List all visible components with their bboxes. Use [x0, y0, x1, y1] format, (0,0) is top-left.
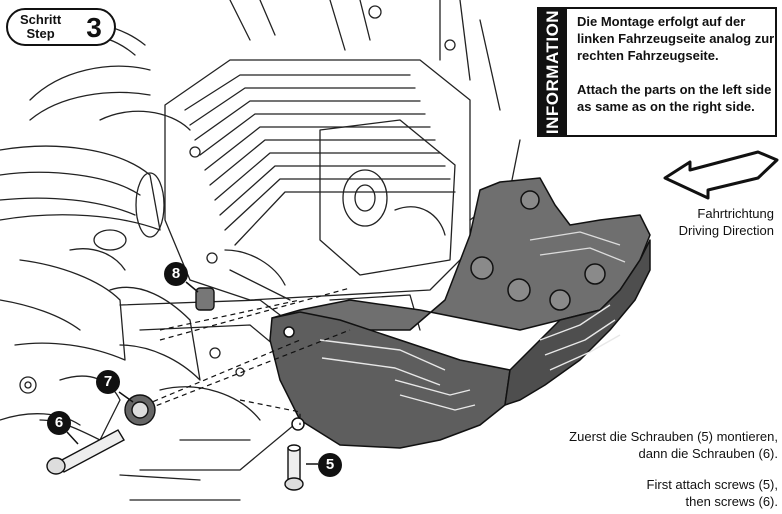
callout-part-8: 8 [164, 262, 188, 286]
information-box: INFORMATION Die Montage erfolgt auf der … [537, 7, 777, 137]
step-label-en: Step [26, 26, 55, 41]
direction-arrow-icon [663, 150, 779, 200]
information-text-de: Die Montage erfolgt auf der linken Fahrz… [577, 14, 775, 63]
callout-number-5: 5 [318, 453, 342, 477]
instruction-de-line-1: Zuerst die Schrauben (5) montieren, [569, 429, 778, 444]
step-label: Schritt Step [20, 13, 61, 41]
step-label-de: Schritt [20, 12, 62, 27]
instruction-en-line-2: then screws (6). [685, 494, 778, 509]
step-number: 3 [86, 12, 102, 43]
information-tab: INFORMATION [539, 9, 567, 135]
instruction-de: Zuerst die Schrauben (5) montieren, dann… [569, 428, 778, 462]
callout-number-7: 7 [96, 370, 120, 394]
callout-number-6: 6 [47, 411, 71, 435]
instruction-en-line-1: First attach screws (5), [646, 477, 778, 492]
driving-direction-label: Fahrtrichtung Driving Direction [679, 205, 774, 239]
instruction-en: First attach screws (5), then screws (6)… [647, 476, 778, 510]
driving-direction-en: Driving Direction [678, 223, 774, 238]
step-badge: Schritt Step 3 [6, 8, 116, 46]
callout-part-6: 6 [47, 411, 71, 435]
driving-direction-de: Fahrtrichtung [697, 206, 774, 221]
information-text-en: Attach the parts on the left side as sam… [577, 82, 772, 114]
instruction-de-line-2: dann die Schrauben (6). [638, 446, 778, 461]
information-tab-label: INFORMATION [543, 9, 562, 135]
callout-part-7: 7 [96, 370, 120, 394]
callout-number-8: 8 [164, 262, 188, 286]
callout-part-5: 5 [318, 453, 342, 477]
